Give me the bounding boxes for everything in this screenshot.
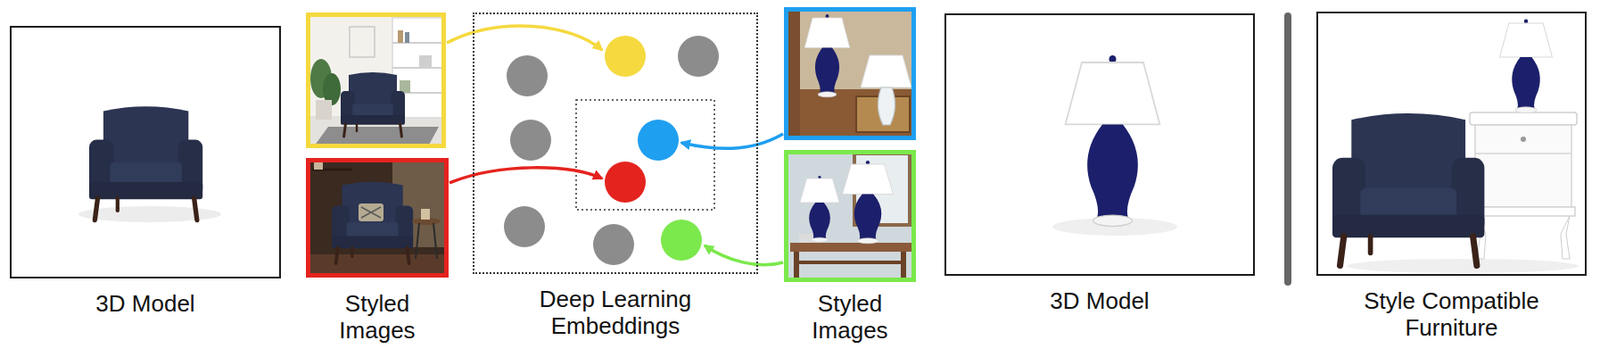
furniture-render-part xyxy=(1346,258,1579,273)
styled-photo-yellow-part xyxy=(313,126,439,147)
embedding-points-part xyxy=(604,161,646,203)
chair-render xyxy=(78,106,222,223)
styled-photo-green-part xyxy=(799,260,901,264)
embedding-points-part xyxy=(593,223,635,265)
styled-photo-blue-part xyxy=(786,9,915,139)
mapping-arrows-part xyxy=(704,245,784,265)
image-panel: Style Compatible Furniture xyxy=(1316,11,1587,341)
panel-caption: Deep Learning Embeddings xyxy=(519,285,712,339)
embedding-points-part xyxy=(510,119,552,161)
mapping-arrows-part xyxy=(681,133,784,149)
styled-photo-green xyxy=(783,149,916,282)
styled-photo-green-part xyxy=(793,251,800,282)
styled-photo-green-part xyxy=(900,251,907,282)
styled-photo-green-part xyxy=(786,152,915,281)
styled-photo-green-part xyxy=(800,175,840,242)
lamp-render xyxy=(1052,55,1178,236)
styled-photo-red-part xyxy=(331,181,413,264)
styled-photo-green-part xyxy=(841,160,893,244)
styled-photo-blue xyxy=(783,7,916,141)
embedding-points-part xyxy=(660,219,702,261)
styled-photo-green-part xyxy=(790,242,912,252)
styled-photo-yellow-part xyxy=(419,55,432,68)
mapping-arrows xyxy=(446,25,784,265)
styled-photo-blue-part xyxy=(804,14,850,98)
embedding-points-part xyxy=(604,35,646,77)
furniture-render-part xyxy=(1475,152,1572,155)
panel-frame xyxy=(944,13,1255,276)
styled-photo-red-part xyxy=(305,157,449,278)
styled-photo-red-part xyxy=(433,222,438,259)
column-caption: Styled Images xyxy=(800,289,900,344)
panel-caption: 3D Model xyxy=(1049,287,1149,314)
styled-photo-yellow-part xyxy=(399,80,411,93)
furniture-render-part xyxy=(1475,124,1572,207)
embedding-points-part xyxy=(637,119,679,161)
separator-bar xyxy=(1284,12,1292,286)
mapping-arrows-part xyxy=(446,25,603,50)
styled-photo-blue-part xyxy=(860,55,912,88)
styled-photo-red-part xyxy=(415,222,420,259)
panel-frame xyxy=(1316,11,1587,276)
styled-photo-yellow-part xyxy=(340,72,405,137)
furniture-render-part xyxy=(1471,206,1576,216)
chair-render-part xyxy=(89,106,203,220)
styled-photo-blue-part xyxy=(877,87,895,125)
styled-photo-blue-part xyxy=(783,7,916,141)
lamp-render-part xyxy=(1065,55,1161,227)
image-panel: Deep Learning Embeddings xyxy=(472,12,759,339)
embedding-points-part xyxy=(677,35,719,77)
furniture-render-part xyxy=(1469,112,1577,125)
furniture-render-part xyxy=(1332,113,1485,265)
embedding-points-part xyxy=(576,99,715,210)
styled-photo-red-part xyxy=(420,208,430,220)
furniture-render-part xyxy=(1500,19,1553,114)
styled-photo-blue-part xyxy=(783,89,916,141)
styled-photo-yellow-part xyxy=(305,12,446,149)
panel-caption: Style Compatible Furniture xyxy=(1340,287,1564,341)
embedding-points-part xyxy=(503,206,545,248)
panel-frame xyxy=(9,25,281,279)
styled-photo-red-part xyxy=(358,203,384,222)
styled-photo-yellow-part xyxy=(397,30,404,43)
embedding-points-part xyxy=(506,55,548,97)
chair-render-part xyxy=(78,206,222,223)
styled-photo-red-part xyxy=(308,160,447,276)
styled-photo-red xyxy=(305,157,449,278)
image-panel: 3D Model xyxy=(9,25,281,317)
styled-photo-yellow-part xyxy=(392,66,443,69)
styled-photo-yellow-part xyxy=(349,26,375,58)
styled-photo-yellow-part xyxy=(404,32,410,43)
styled-photo-yellow xyxy=(305,12,446,149)
furniture-render xyxy=(1332,19,1579,273)
furniture-render-part xyxy=(1520,136,1526,142)
styled-photo-red-part xyxy=(361,206,381,218)
embedding-points xyxy=(503,35,719,265)
styled-photo-yellow-part xyxy=(315,99,332,120)
styled-photo-yellow-part xyxy=(308,15,445,147)
image-panel: 3D Model xyxy=(944,13,1255,314)
panel-caption: 3D Model xyxy=(95,289,195,317)
styled-photo-green-part xyxy=(783,149,916,282)
panel-frame xyxy=(472,12,759,274)
column-caption: Styled Images xyxy=(327,289,428,344)
furniture-render-part xyxy=(1560,215,1570,259)
